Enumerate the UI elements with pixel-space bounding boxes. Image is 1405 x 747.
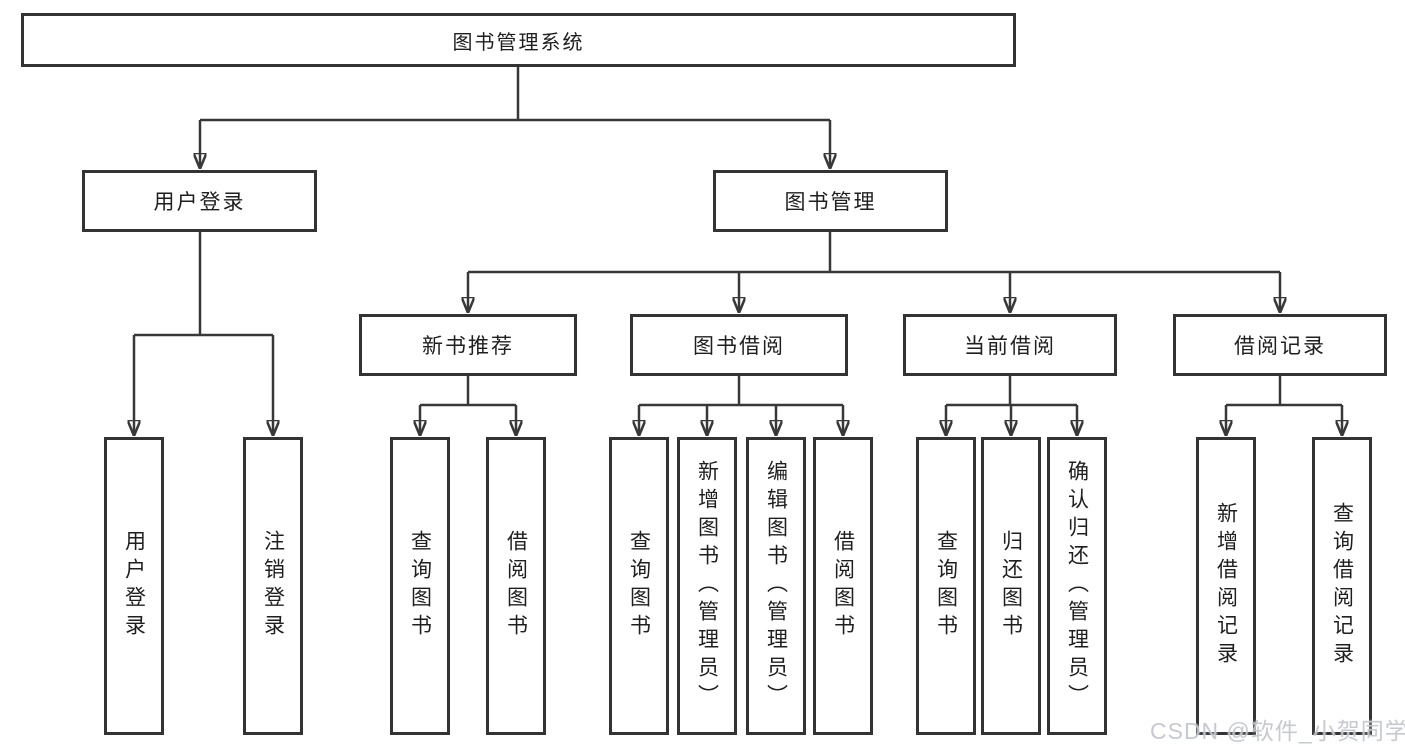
node-user-login: 用户登录 [82,170,317,232]
leaf-add-borrow-record: 新增借阅记录 [1196,437,1256,735]
leaf-query-books-2: 查询图书 [609,437,669,735]
node-borrow-records: 借阅记录 [1173,314,1387,376]
leaf-confirm-return-admin: 确认归还（管理员） [1047,437,1107,735]
node-library-system: 图书管理系统 [21,13,1016,67]
leaf-query-books-1: 查询图书 [390,437,450,735]
leaf-edit-book-admin: 编辑图书（管理员） [746,437,806,735]
node-book-borrow: 图书借阅 [630,314,848,376]
leaf-logout: 注销登录 [243,437,303,735]
leaf-query-books-3: 查询图书 [916,437,976,735]
node-new-book-recommend: 新书推荐 [359,314,577,376]
leaf-add-book-admin: 新增图书（管理员） [677,437,737,735]
leaf-borrow-books-2: 借阅图书 [813,437,873,735]
leaf-user-login: 用户登录 [104,437,164,735]
node-book-management: 图书管理 [713,170,948,232]
connector-trunks [134,65,1342,407]
leaf-return-books: 归还图书 [981,437,1041,735]
leaf-query-borrow-record: 查询借阅记录 [1312,437,1372,735]
node-current-borrow: 当前借阅 [903,314,1117,376]
leaf-borrow-books-1: 借阅图书 [486,437,546,735]
csdn-watermark: CSDN @软件_小贺同学 [1150,718,1405,744]
